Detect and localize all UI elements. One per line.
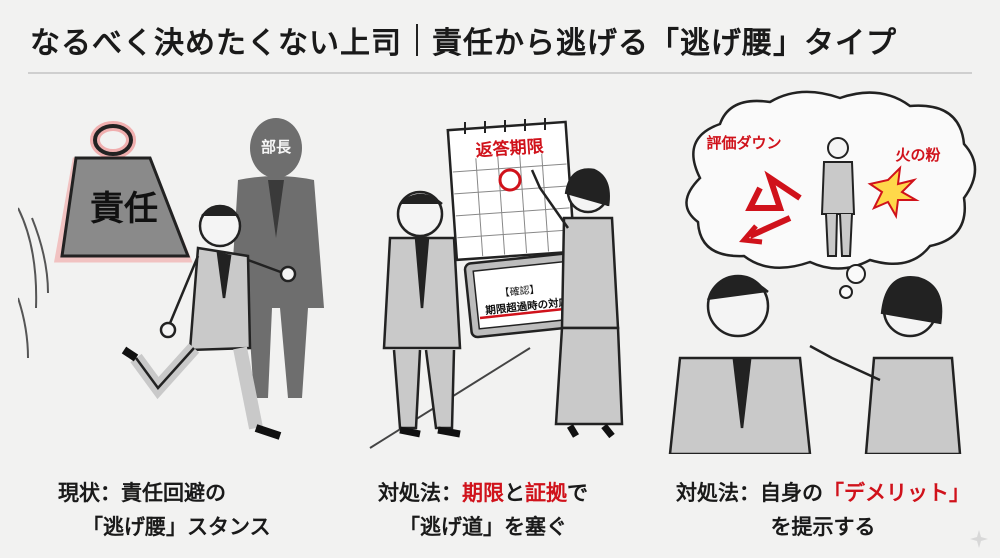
woman-explaining bbox=[809, 276, 962, 454]
illustration-running-boss: 部長 責任 bbox=[18, 118, 324, 440]
caption-countermeasure-deadline: 対処法：期限と証拠で 「逃げ道」を塞ぐ bbox=[378, 476, 588, 544]
calendar-title: 返答期限 bbox=[475, 136, 544, 162]
panel-current-state: 部長 責任 bbox=[18, 88, 338, 454]
tablet bbox=[463, 251, 585, 339]
calendar bbox=[446, 118, 576, 262]
tablet-tag: 【確認】 bbox=[499, 282, 540, 299]
caption2-red1: 期限 bbox=[462, 481, 504, 505]
caption2-mid: と bbox=[504, 481, 525, 505]
caption2-line2: 「逃げ道」を塞ぐ bbox=[399, 515, 567, 539]
caption3-line2: を提示する bbox=[770, 515, 876, 539]
caption3-prefix: 対処法：自身の bbox=[676, 481, 823, 505]
speed-lines bbox=[18, 207, 49, 359]
boss-silhouette bbox=[230, 118, 324, 398]
illustration-thought-bubble: 評価ダウン 火の粉 bbox=[668, 90, 977, 454]
caption-countermeasure-demerit: 対処法：自身の「デメリット」 を提示する bbox=[676, 476, 970, 544]
caption2-tail: で bbox=[567, 481, 588, 505]
responsibility-weight bbox=[54, 121, 193, 263]
worried-man bbox=[382, 190, 462, 438]
down-arrow-icon bbox=[748, 215, 792, 239]
panel-deadline-evidence: 返答期限 【確認】 期限超過時の対応 bbox=[350, 88, 650, 454]
caption-current-state: 現状：責任回避の 「逃げ腰」スタンス bbox=[58, 476, 271, 544]
bubble-dot-small bbox=[839, 285, 853, 299]
panel-show-demerit: 評価ダウン 火の粉 bbox=[660, 88, 990, 454]
boss-label: 部長 bbox=[261, 138, 292, 156]
worried-man-close bbox=[668, 274, 812, 454]
small-boss-figure bbox=[820, 137, 856, 257]
header-rule bbox=[28, 72, 972, 74]
bubble-label-right: 火の粉 bbox=[895, 146, 940, 164]
caption2-prefix: 対処法： bbox=[378, 481, 462, 505]
illustration-deadline: 返答期限 【確認】 期限超過時の対応 bbox=[369, 118, 624, 449]
caption1-prefix: 現状： bbox=[58, 481, 121, 505]
spark-icon bbox=[867, 165, 920, 220]
lightning-arrow-icon bbox=[745, 170, 802, 211]
caption1-line2: 「逃げ腰」スタンス bbox=[82, 515, 271, 539]
bubble-label-left: 評価ダウン bbox=[706, 134, 781, 152]
caption2-red2: 証拠 bbox=[525, 481, 567, 505]
title-sub: 責任から逃げる「逃げ腰」タイプ bbox=[432, 26, 897, 61]
caption3-red: 「デメリット」 bbox=[823, 481, 970, 505]
weight-label: 責任 bbox=[90, 189, 158, 229]
woman-pointing bbox=[530, 168, 624, 439]
page-title: なるべく決めたくない上司 責任から逃げる「逃げ腰」タイプ bbox=[30, 14, 970, 66]
running-man bbox=[121, 204, 297, 440]
sparkle-icon bbox=[970, 530, 988, 548]
caption1-rest: 責任回避の bbox=[121, 481, 226, 505]
title-divider bbox=[416, 24, 418, 56]
bubble-dot-large bbox=[846, 264, 866, 284]
title-main: なるべく決めたくない上司 bbox=[30, 26, 402, 61]
